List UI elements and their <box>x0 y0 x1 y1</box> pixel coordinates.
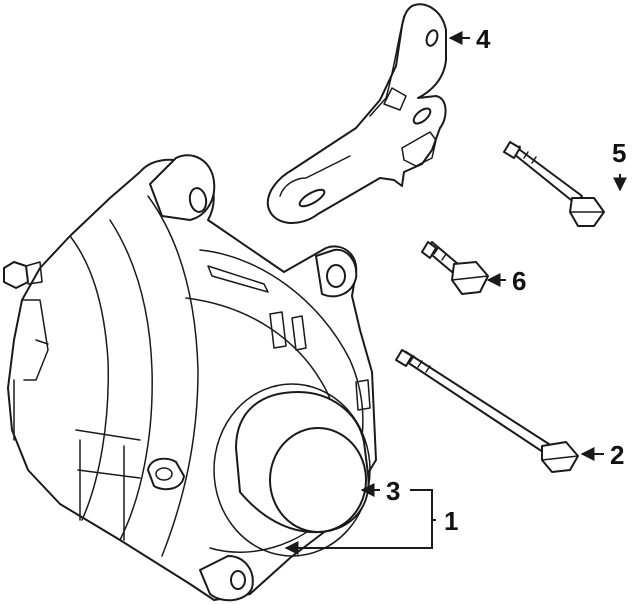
callout-3: 3 <box>386 476 400 506</box>
bolt-short <box>421 241 489 295</box>
pulley <box>235 391 370 534</box>
callout-5: 5 <box>612 138 626 168</box>
bolt-upper <box>503 141 605 227</box>
leader-lines <box>284 31 627 555</box>
callout-6: 6 <box>512 266 526 296</box>
callout-2: 2 <box>610 440 624 470</box>
mounting-bracket <box>266 3 447 225</box>
callout-labels: 4 5 6 2 3 1 <box>386 24 626 536</box>
callout-1: 1 <box>444 506 458 536</box>
alternator-body <box>3 154 377 602</box>
bolt-lower <box>395 349 579 473</box>
callout-4: 4 <box>476 24 491 54</box>
